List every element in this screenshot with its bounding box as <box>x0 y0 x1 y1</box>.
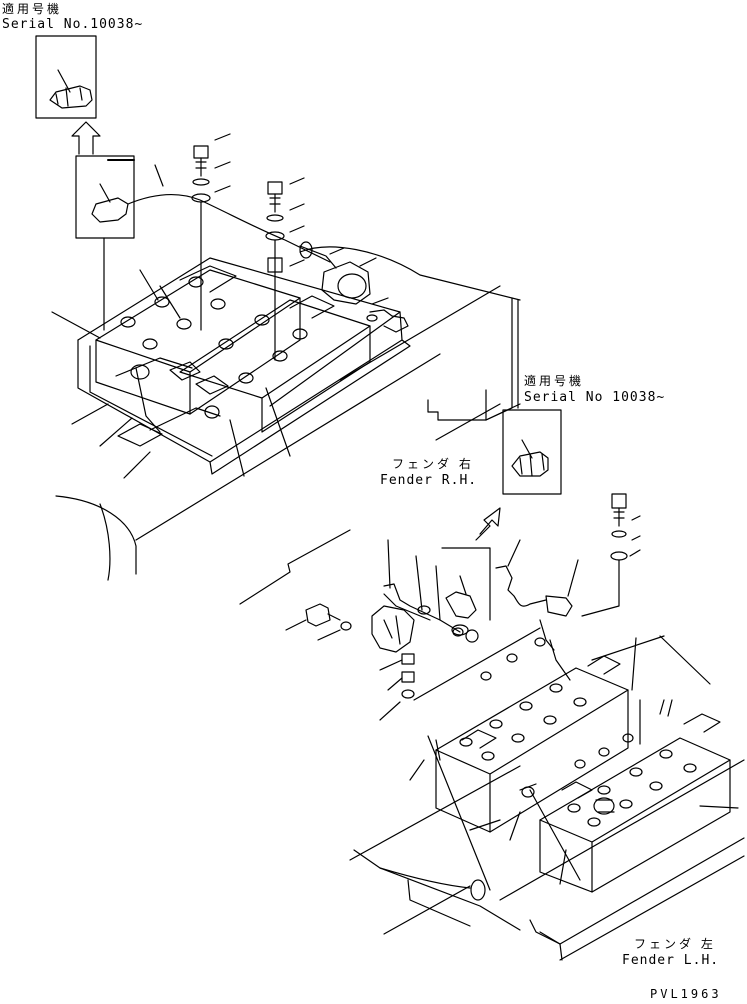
hollow-arrow-diag-icon <box>475 507 501 541</box>
fender-rh-label-jp: フェンダ 右 <box>392 457 474 471</box>
battery-assembly-upper <box>51 133 521 581</box>
drawing-code: PVL1963 <box>650 987 722 1001</box>
hollow-arrow-up-icon <box>71 121 101 155</box>
applicable-serial-label-top: Serial No.10038~ <box>2 17 144 32</box>
fender-rh-label: Fender R.H. <box>380 473 478 488</box>
applicable-serial-label-jp-right: 適用号機 <box>524 374 585 388</box>
battery-assembly-lower <box>239 493 745 961</box>
applicable-serial-label-right: Serial No 10038~ <box>524 390 666 405</box>
fender-lh-label-jp: フェンダ 左 <box>634 937 716 951</box>
fender-rh-outline <box>427 297 521 441</box>
detail-inset-serial-top <box>35 35 101 155</box>
applicable-serial-label-jp-top: 適用号機 <box>2 2 63 16</box>
detail-inset-serial-right <box>475 409 562 541</box>
fender-lh-label: Fender L.H. <box>622 953 720 968</box>
